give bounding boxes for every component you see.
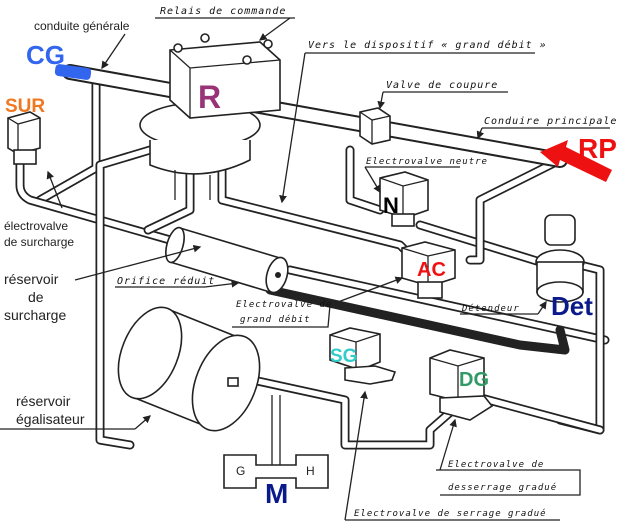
label-electrovalve-neutre: Electrovalve neutre — [366, 157, 488, 167]
label-electrovalve-surcharge-1: électrovalve — [4, 219, 68, 233]
acronym-m: M — [265, 478, 288, 509]
manometer-g-label: G — [236, 464, 245, 478]
leader-lines — [0, 17, 610, 521]
neutral-valve — [379, 171, 429, 227]
label-reservoir-egal-1: réservoir — [16, 393, 71, 409]
label-valve-coupure: Valve de coupure — [386, 80, 498, 91]
acronym-rp: RP — [578, 133, 617, 164]
label-relais: Relais de commande — [160, 6, 286, 17]
label-reservoir-surcharge-2: de — [28, 289, 44, 305]
acronym-sg: SG — [330, 346, 357, 367]
label-serrage: Electrovalve de serrage gradué — [354, 508, 547, 519]
acronym-r: R — [198, 79, 221, 115]
equalizing-tank — [117, 306, 261, 432]
relay-unit — [139, 33, 281, 200]
label-orifice-reduit: Orifice réduit — [117, 275, 215, 287]
label-reservoir-egal-2: égalisateur — [16, 411, 85, 427]
cutoff-valve — [359, 107, 391, 145]
surcharge-valve — [7, 111, 41, 165]
label-grand-debit-2: grand débit — [240, 314, 311, 325]
manometer-h-label: H — [306, 464, 315, 478]
release-valve — [429, 349, 494, 421]
acronym-cg: CG — [26, 40, 65, 70]
acronym-det: Det — [551, 291, 593, 321]
label-detendeur: Détendeur — [461, 303, 520, 314]
label-desserrage-1: Electrovalve de — [448, 460, 544, 470]
label-electrovalve-surcharge-2: de surcharge — [4, 235, 74, 249]
surcharge-tank — [165, 226, 289, 294]
acronym-ac: AC — [417, 259, 446, 281]
pressure-reducer — [535, 214, 585, 303]
cg-pipe-marker — [54, 64, 92, 80]
label-desserrage-2: desserrage gradué — [448, 482, 557, 493]
application-valve — [329, 327, 397, 385]
pipe-network — [15, 64, 610, 465]
acronym-dg: DG — [459, 369, 489, 391]
rp-arrow-icon — [540, 140, 612, 182]
acronym-n: N — [383, 193, 399, 218]
manometer: G H — [223, 454, 329, 489]
label-reservoir-surcharge-1: réservoir — [4, 271, 59, 287]
label-reservoir-surcharge-3: surcharge — [4, 307, 66, 323]
label-conduite-principale: Conduire principale — [484, 116, 617, 127]
label-grand-debit-1: Electrovalve de — [236, 300, 332, 310]
label-conduite-generale: conduite générale — [34, 19, 130, 33]
label-vers-dispositif: Vers le dispositif « grand débit » — [308, 39, 547, 51]
acronym-sur: SUR — [5, 96, 45, 117]
